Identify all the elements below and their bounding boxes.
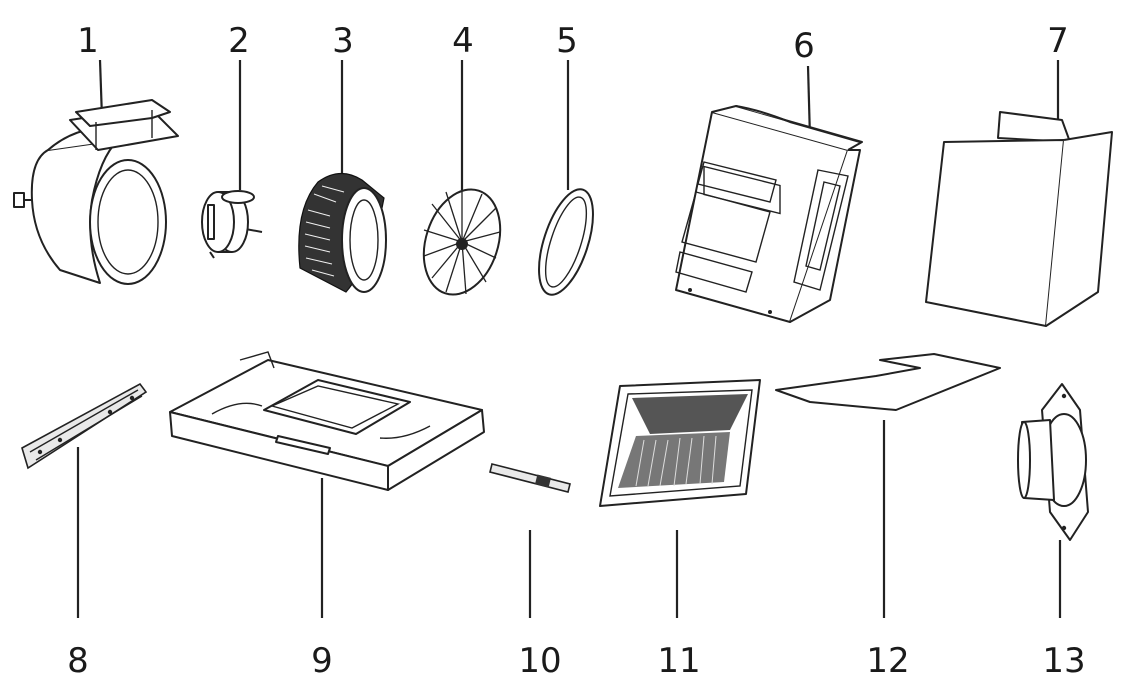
label-part-8: 8 <box>67 641 89 681</box>
label-part-5: 5 <box>556 21 578 61</box>
label-part-2: 2 <box>228 21 250 61</box>
label-part-3: 3 <box>332 21 354 61</box>
part-11-grease-filter <box>599 379 761 507</box>
part-7-chimney-cover <box>925 111 1113 327</box>
part-1-blower-housing <box>13 99 179 285</box>
part-2-motor <box>201 190 263 259</box>
label-part-9: 9 <box>311 641 333 681</box>
part-13-flange <box>1017 383 1089 541</box>
label-part-6: 6 <box>793 26 815 66</box>
part-10-light-bar <box>489 463 571 493</box>
part-3-blower-wheel <box>298 172 387 293</box>
part-5-ring-gasket <box>538 188 594 296</box>
part-4-grille-disc <box>422 188 502 296</box>
leader-lines <box>76 59 1062 618</box>
label-part-13: 13 <box>1042 641 1085 681</box>
label-part-11: 11 <box>657 641 700 681</box>
label-part-10: 10 <box>518 641 561 681</box>
part-6-cabinet-body <box>675 105 863 323</box>
label-part-7: 7 <box>1047 21 1069 61</box>
label-part-12: 12 <box>866 641 909 681</box>
part-9-hood-bottom-shell <box>169 351 485 491</box>
label-part-1: 1 <box>77 21 99 61</box>
part-8-bracket <box>21 382 148 470</box>
label-part-4: 4 <box>452 21 474 61</box>
part-12-cover-plate <box>775 353 1001 411</box>
